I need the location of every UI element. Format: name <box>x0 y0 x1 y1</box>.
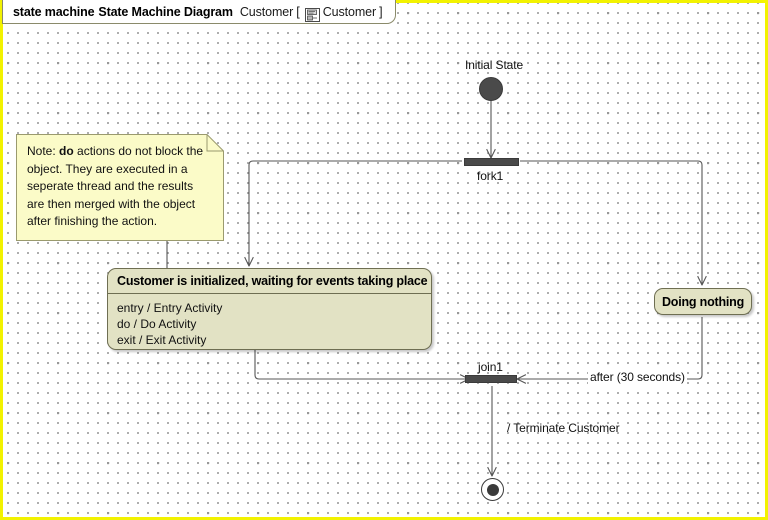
transition-composite-to-join <box>254 350 469 379</box>
composite-state-entry-activity: entry / Entry Activity <box>117 301 223 315</box>
note-line-4: are then merged with the object <box>27 196 196 211</box>
transition-doing-nothing-to-join <box>517 317 703 379</box>
composite-state-exit-activity: exit / Exit Activity <box>117 333 207 347</box>
join-label: join1 <box>478 360 503 374</box>
diagram-keyword: state machine <box>13 4 95 19</box>
diagram-type-name: State Machine Diagram <box>98 4 233 19</box>
transition-fork-to-composite <box>249 160 462 266</box>
composite-state-node[interactable]: Customer is initialized, waiting for eve… <box>107 268 432 350</box>
transition-label-after-30-seconds[interactable]: after (30 seconds) <box>588 370 687 384</box>
note-outline <box>16 134 224 241</box>
note-keyword-do: do <box>59 144 74 158</box>
note-line-2: object. They are executed in a <box>27 161 188 176</box>
fork-bar-node[interactable] <box>464 158 519 166</box>
fork-label: fork1 <box>477 169 504 183</box>
bracket-open: [ <box>296 4 300 19</box>
connector-layer <box>166 100 765 517</box>
note-text: Note: do actions do not block the object… <box>16 134 224 241</box>
initial-state-label: Initial State <box>465 58 524 72</box>
diagram-title-tab[interactable]: state machine State Machine Diagram Cust… <box>2 0 396 24</box>
join-bar-node[interactable] <box>465 375 517 383</box>
composite-state-do-activity: do / Do Activity <box>117 317 197 331</box>
final-state-node[interactable] <box>481 478 504 501</box>
context-target-name: Customer <box>322 4 377 19</box>
composite-state-title: Customer is initialized, waiting for eve… <box>108 269 431 294</box>
state-machine-icon <box>304 7 320 22</box>
diagram-canvas[interactable]: Note: do actions do not block the object… <box>3 3 765 517</box>
note-line-3: seperate thread and the results <box>27 179 194 193</box>
composite-state-body: entry / Entry Activity do / Do Activity … <box>108 294 431 355</box>
bracket-close: ] <box>379 4 383 19</box>
initial-state-node[interactable] <box>479 77 503 101</box>
note-line-1: Note: <box>27 144 60 158</box>
note-line-1-suffix: actions do not block the <box>73 144 204 158</box>
state-doing-nothing[interactable]: Doing nothing <box>654 288 752 315</box>
transition-label-terminate-customer[interactable]: / Terminate Customer <box>507 421 620 435</box>
context-name: Customer <box>239 4 294 19</box>
note-line-5: after finishing the action. <box>27 214 158 228</box>
note-shape[interactable]: Note: do actions do not block the object… <box>16 134 224 241</box>
transition-fork-to-doing-nothing <box>520 160 702 285</box>
final-state-inner-dot <box>486 483 499 496</box>
